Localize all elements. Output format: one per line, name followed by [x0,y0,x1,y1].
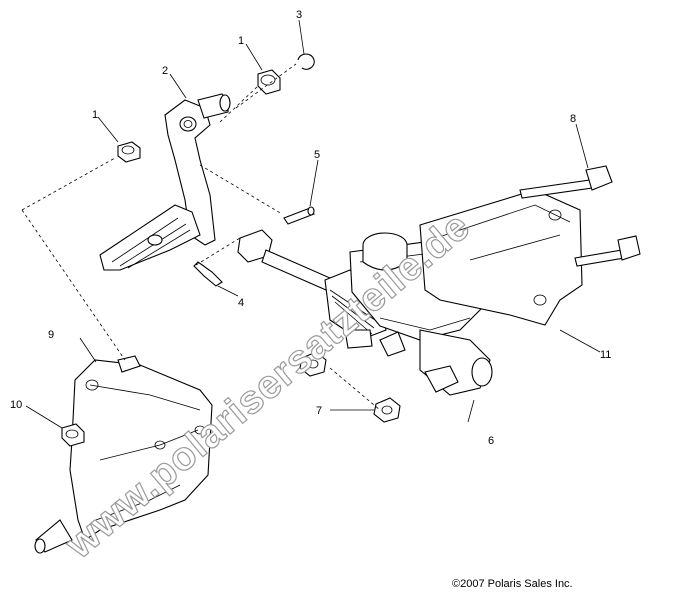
e-clip [297,53,315,70]
clevis-pin [283,206,315,225]
bolt-lower [574,235,641,267]
copyright-text: ©2007 Polaris Sales Inc. [452,578,573,590]
callout-4: 4 [238,297,244,309]
callout-5: 5 [314,149,320,161]
pedal-bracket [34,355,213,554]
bushing-left [117,141,141,163]
nut-upper [299,351,327,377]
callout-6: 6 [488,435,494,447]
callout-9: 9 [48,329,54,341]
callout-11: 11 [600,349,611,361]
assembly-lines [21,63,381,411]
bolt-upper [519,165,613,199]
leader-lines [25,19,601,429]
callout-2: 2 [162,65,168,77]
mounting-plate [419,189,583,326]
bushing-bracket [61,423,85,447]
callout-7: 7 [316,405,322,417]
brake-pedal [99,93,231,271]
nut-lower [373,397,401,423]
callout-1-left: 1 [92,109,98,121]
cotter-clip [193,261,223,287]
callout-10: 10 [10,399,22,411]
callout-3: 3 [296,9,302,21]
bushing-top [257,69,281,95]
callout-labels: 1 1 2 3 4 5 6 7 8 9 10 11 [10,9,611,447]
callout-8: 8 [570,113,576,125]
callout-1-top: 1 [238,35,244,47]
